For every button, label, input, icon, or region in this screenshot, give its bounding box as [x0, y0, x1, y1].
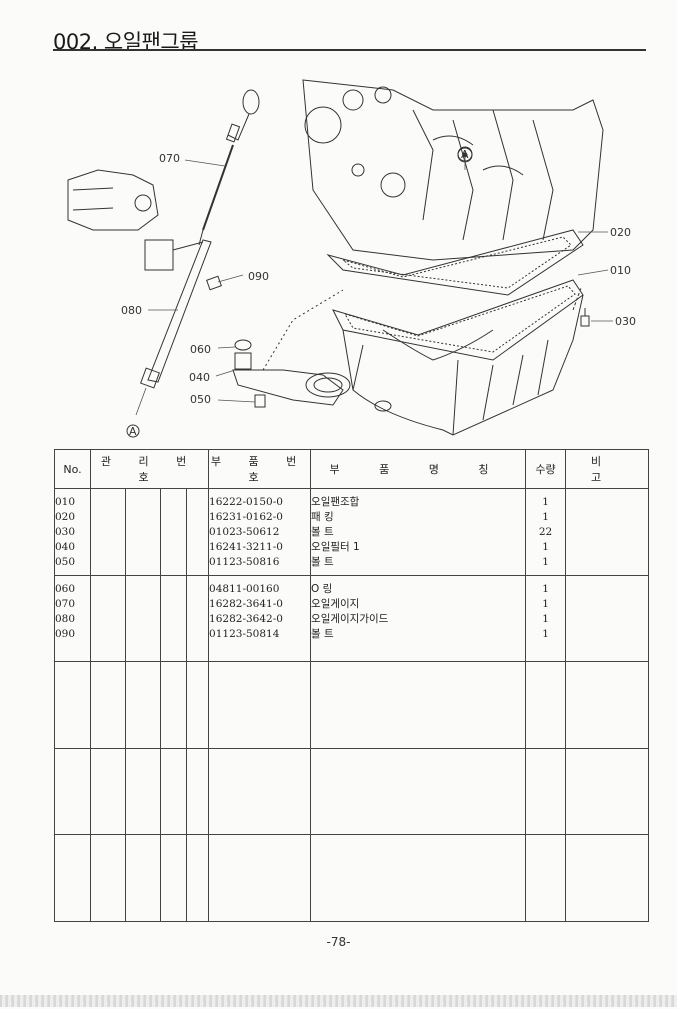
item-part-name: O 링	[311, 582, 333, 595]
item-part-name: 패 킹	[311, 511, 334, 524]
item-no: 060	[55, 582, 76, 595]
item-part-name: 오일필터 1	[311, 541, 360, 554]
item-part-number: 01023-50612	[209, 526, 280, 539]
callout-090: 090	[248, 270, 269, 283]
header-qty: 수량	[525, 448, 567, 490]
table-row-blank-2	[54, 747, 650, 836]
item-part-number: 04811-00160	[209, 582, 280, 595]
item-part-number: 16231-0162-0	[209, 511, 283, 524]
item-quantity: 1	[542, 582, 549, 595]
item-quantity: 1	[542, 541, 549, 554]
mark-a-circle-right	[457, 146, 473, 162]
bolt-030	[572, 287, 590, 327]
item-part-name: 볼 트	[311, 627, 334, 640]
callout-020: 020	[610, 226, 631, 239]
bolt-090	[206, 275, 222, 291]
item-quantity: 1	[542, 511, 549, 524]
group1-no-cell: 010 020 030 040 050	[54, 488, 91, 576]
item-part-name: 오일게이지	[311, 597, 360, 610]
page-title: 002. 오일팬그룹	[53, 30, 199, 54]
item-part-name: 볼 트	[311, 526, 334, 539]
item-quantity: 1	[542, 597, 549, 610]
item-part-number: 16282-3641-0	[209, 597, 283, 610]
item-quantity: 1	[542, 612, 549, 625]
group1-qty-cell: 1 1 22 1 1	[525, 488, 567, 576]
item-quantity: 22	[538, 526, 553, 539]
group2-partno-cell: 04811-00160 16282-3641-0 16282-3642-0 01123…	[208, 574, 312, 663]
exploded-diagram: 070 020 010 030 090 080 060 040 050 A A	[53, 70, 646, 445]
callout-050: 050	[190, 393, 211, 406]
callout-030: 030	[615, 315, 636, 328]
item-no: 010	[55, 496, 76, 509]
mark-a-left: A	[129, 425, 137, 438]
mark-a-circle-left	[126, 424, 140, 438]
callout-060: 060	[190, 343, 211, 356]
item-quantity: 1	[542, 496, 549, 509]
table-row-blank-3	[54, 834, 650, 922]
header-remarks: 비 고	[565, 448, 650, 490]
item-no: 020	[55, 511, 76, 524]
group1-partno-cell: 16222-0150-0 16231-0162-0 01023-50612 16241…	[208, 488, 312, 576]
callout-040: 040	[189, 371, 210, 384]
table-row-group-2: 060 070 080 090 04811-00160 16282-3641-0 1628…	[54, 574, 650, 663]
item-no: 040	[55, 541, 76, 554]
item-quantity: 1	[542, 556, 549, 569]
table-row-blank-1	[54, 661, 650, 749]
group2-no-cell: 060 070 080 090	[54, 574, 91, 663]
item-part-number: 01123-50816	[209, 556, 280, 569]
oil-filter-040	[232, 289, 351, 408]
page-number: -78-	[326, 935, 351, 949]
item-no: 030	[55, 526, 76, 539]
item-part-name: 오일팬조합	[311, 496, 360, 509]
header-part-no: 부 품 번 호	[208, 448, 312, 490]
item-no: 050	[55, 556, 76, 569]
callout-080: 080	[121, 304, 142, 317]
title-rule	[53, 49, 646, 51]
item-no: 090	[55, 627, 76, 640]
item-part-name: 오일게이지가이드	[311, 612, 389, 625]
scan-artifact-bar	[0, 995, 677, 1007]
engine-side-part	[67, 169, 159, 231]
callout-010: 010	[610, 264, 631, 277]
item-no: 080	[55, 612, 76, 625]
item-part-number: 01123-50814	[209, 627, 280, 640]
gasket-020	[326, 229, 584, 296]
group2-qty-cell: 1 1 1 1	[525, 574, 567, 663]
header-part-name: 부 품 명 칭	[310, 448, 527, 490]
item-part-number: 16241-3211-0	[209, 541, 283, 554]
header-mgmt: 관 리 번 호	[89, 448, 210, 490]
item-part-number: 16222-0150-0	[209, 496, 283, 509]
table-row-group-1: 010 020 030 040 050 16222-0150-0 16231-0162-0…	[54, 488, 650, 576]
header-no: No.	[54, 448, 91, 490]
item-part-name: 볼 트	[311, 556, 334, 569]
table-header-row: No. 관 리 번 호 부 품 번 호 부 품 명 칭 수량 비 고	[54, 448, 650, 490]
dipstick-070	[198, 89, 260, 246]
dipstick-guide-080	[140, 239, 212, 389]
leader-lines	[135, 155, 613, 416]
engine-block	[302, 79, 604, 261]
mark-a-right: A	[461, 148, 469, 161]
callout-070: 070	[159, 152, 180, 165]
item-no: 070	[55, 597, 76, 610]
parts-table: No. 관 리 번 호 부 품 번 호 부 품 명 칭 수량 비 고 010 02…	[54, 448, 650, 922]
oil-pan-010	[332, 279, 584, 436]
item-part-number: 16282-3642-0	[209, 612, 283, 625]
item-quantity: 1	[542, 627, 549, 640]
